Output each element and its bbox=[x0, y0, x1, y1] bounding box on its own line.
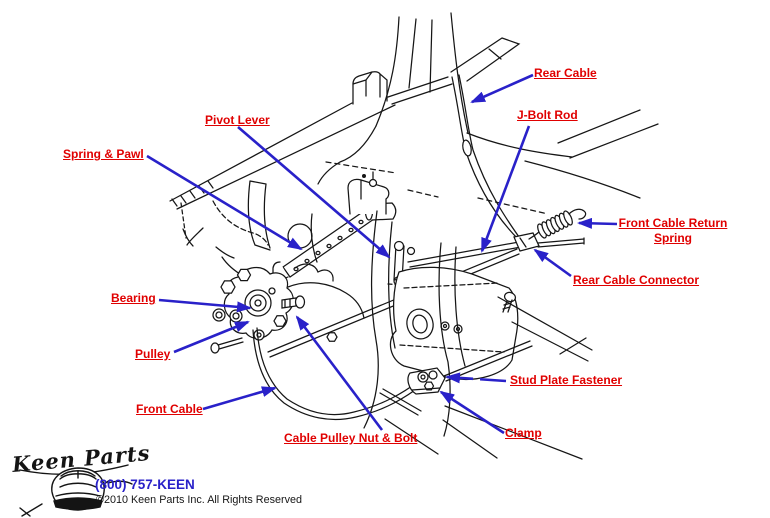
arrow-front-cable-return-spring bbox=[577, 217, 618, 229]
label-rear-cable-connector[interactable]: Rear Cable Connector bbox=[573, 273, 700, 287]
arrow-front-cable bbox=[202, 386, 277, 411]
arrow-rear-cable-connector bbox=[533, 248, 572, 278]
label-front-cable[interactable]: Front Cable bbox=[136, 402, 203, 416]
label-bearing[interactable]: Bearing bbox=[111, 291, 156, 305]
arrow-clamp bbox=[439, 390, 505, 435]
arrow-rear-cable bbox=[470, 73, 534, 104]
arrow-pulley bbox=[173, 320, 250, 354]
label-j-bolt-rod[interactable]: J-Bolt Rod bbox=[517, 108, 578, 122]
arrow-j-bolt-rod bbox=[480, 125, 531, 253]
label-front-cable-return-spring[interactable]: Front Cable Return Spring bbox=[618, 216, 728, 245]
label-spring-pawl[interactable]: Spring & Pawl bbox=[63, 147, 144, 161]
label-stud-plate-fastener[interactable]: Stud Plate Fastener bbox=[510, 373, 623, 387]
pointer-arrows bbox=[146, 73, 618, 435]
arrow-bearing bbox=[158, 298, 252, 313]
arrow-stud-plate-fastener bbox=[445, 372, 507, 384]
arrow-spring-pawl bbox=[146, 154, 303, 251]
label-cable-pulley-nut-bolt[interactable]: Cable Pulley Nut & Bolt bbox=[284, 431, 418, 445]
label-pulley[interactable]: Pulley bbox=[135, 347, 171, 361]
phone-number[interactable]: (800) 757-KEEN bbox=[95, 477, 195, 492]
copyright-text: ©2010 Keen Parts Inc. All Rights Reserve… bbox=[96, 494, 303, 506]
label-pivot-lever[interactable]: Pivot Lever bbox=[205, 113, 270, 127]
arrow-pivot-lever bbox=[237, 126, 391, 259]
chassis-line-art bbox=[169, 12, 659, 460]
label-clamp[interactable]: Clamp bbox=[505, 426, 542, 440]
label-rear-cable[interactable]: Rear Cable bbox=[534, 66, 597, 80]
arrow-cable-pulley-nut-bolt bbox=[295, 315, 384, 431]
keen-parts-car-logo bbox=[19, 464, 133, 517]
